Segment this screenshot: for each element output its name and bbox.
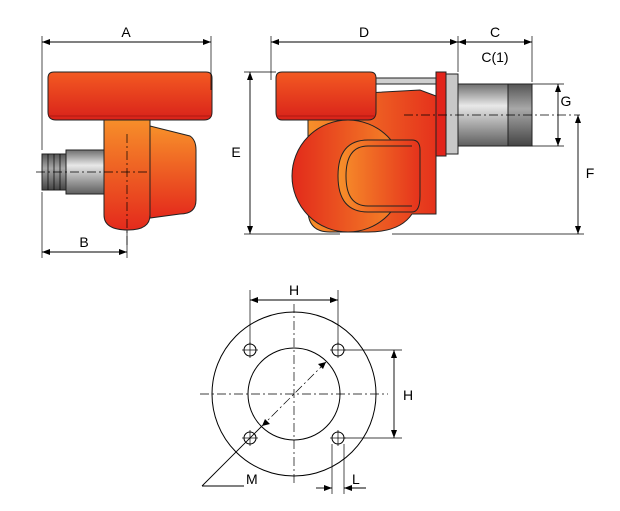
dimension-F: F (392, 115, 595, 235)
side-blast-tube (457, 83, 509, 147)
side-flange-red (435, 71, 447, 157)
front-view (36, 71, 213, 248)
label-C1: C(1) (481, 49, 508, 65)
label-H-top: H (289, 282, 299, 298)
side-rod (369, 77, 437, 85)
dimension-B: B (41, 192, 128, 258)
dimension-E: E (231, 71, 340, 235)
side-air-duct (337, 139, 421, 213)
dimension-H-top: H (249, 282, 339, 344)
label-E: E (231, 144, 240, 160)
diameter-M-line (261, 361, 327, 427)
dimension-L: L (316, 444, 366, 494)
label-L: L (352, 471, 360, 487)
label-A: A (121, 24, 131, 40)
label-F: F (586, 165, 595, 181)
flange-view: M (200, 304, 388, 487)
label-B: B (79, 234, 88, 250)
dimension-C: C C(1) (458, 24, 533, 82)
side-flange-gray (445, 73, 459, 155)
front-fan-housing (149, 125, 197, 219)
dimension-G: G (532, 83, 572, 147)
dimension-H-side: H (344, 349, 413, 439)
label-D: D (359, 24, 369, 40)
label-M: M (246, 471, 258, 487)
side-view (275, 71, 580, 233)
side-air-duct-inner (345, 145, 412, 207)
label-H-side: H (403, 387, 413, 403)
front-hood (47, 71, 213, 121)
label-G: G (561, 93, 572, 109)
side-hood (275, 71, 377, 121)
label-C: C (490, 24, 500, 40)
dimension-A: A (41, 24, 212, 150)
